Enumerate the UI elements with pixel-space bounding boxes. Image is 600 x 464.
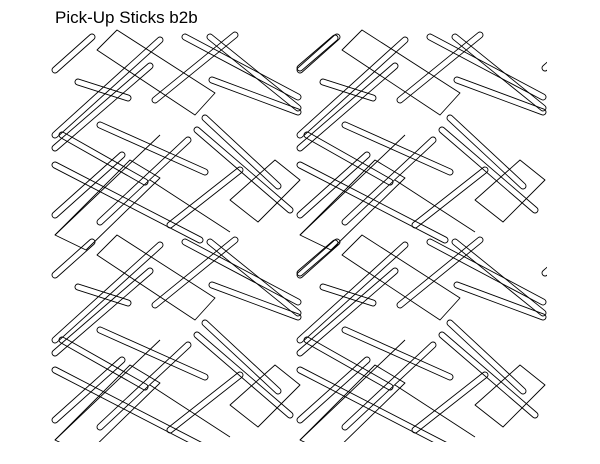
- stick: [58, 336, 149, 391]
- stick: [151, 31, 239, 104]
- stick: [51, 241, 164, 344]
- stitch-line: [149, 384, 231, 438]
- stitch-line: [299, 134, 406, 236]
- stick: [166, 166, 244, 229]
- stick: [96, 136, 192, 226]
- stick: [181, 33, 302, 101]
- stick: [51, 356, 126, 424]
- stick: [396, 31, 484, 104]
- stick: [51, 62, 154, 152]
- stick: [201, 114, 282, 190]
- stick: [51, 161, 204, 244]
- stick: [51, 267, 154, 357]
- stick: [296, 366, 449, 442]
- stick: [296, 239, 339, 277]
- stick: [341, 136, 437, 226]
- stick: [201, 319, 282, 395]
- stick: [296, 161, 449, 244]
- stick: [411, 371, 489, 434]
- stick: [296, 151, 371, 219]
- stick: [319, 78, 377, 102]
- stick: [296, 267, 399, 357]
- stick: [451, 33, 547, 112]
- stick: [296, 36, 409, 139]
- stick: [296, 34, 339, 72]
- stick: [296, 62, 399, 152]
- outline-box: [96, 29, 216, 116]
- pattern-title: Pick-Up Sticks b2b: [55, 8, 198, 27]
- stick: [446, 319, 527, 395]
- stick: [341, 121, 454, 176]
- outline-box: [229, 364, 301, 428]
- outline-box: [474, 159, 546, 223]
- outline-box: [96, 234, 216, 321]
- stick: [208, 76, 302, 116]
- stick: [541, 239, 547, 277]
- stitch-line: [394, 384, 476, 438]
- stick: [51, 366, 204, 442]
- stitch-line: [394, 179, 476, 233]
- stick: [296, 356, 371, 424]
- outline-box: [474, 364, 546, 428]
- stitch-line: [149, 179, 231, 233]
- outline-box: [229, 159, 301, 223]
- stick: [426, 238, 547, 306]
- outline-box: [54, 159, 161, 251]
- stick: [319, 283, 377, 307]
- stick: [208, 281, 302, 321]
- stick: [303, 131, 394, 186]
- stick: [341, 341, 437, 431]
- stick: [396, 236, 484, 309]
- stick: [426, 33, 547, 101]
- stick: [296, 238, 341, 279]
- stick: [166, 371, 244, 434]
- outline-box: [299, 364, 406, 442]
- stick: [58, 131, 149, 186]
- stick: [51, 33, 96, 74]
- stick: [51, 36, 164, 139]
- stick: [341, 326, 454, 381]
- stick: [96, 341, 192, 431]
- outline-box: [341, 234, 461, 321]
- stitch-line: [299, 339, 406, 441]
- stick: [541, 34, 547, 72]
- stick: [181, 238, 302, 306]
- outline-box: [299, 159, 406, 251]
- stick: [96, 121, 209, 176]
- stick: [296, 241, 409, 344]
- stick: [446, 114, 527, 190]
- stick: [303, 336, 394, 391]
- stitch-line: [54, 134, 161, 236]
- stick: [206, 33, 302, 112]
- stick: [453, 281, 547, 321]
- outline-box: [341, 29, 461, 116]
- stitch-line: [54, 339, 161, 441]
- stick: [411, 166, 489, 229]
- stick: [453, 76, 547, 116]
- outline-box: [54, 364, 161, 442]
- stick: [51, 238, 96, 279]
- stick: [74, 78, 132, 102]
- stick: [151, 236, 239, 309]
- stick: [51, 151, 126, 219]
- stick: [96, 326, 209, 381]
- stick: [206, 238, 302, 317]
- stick: [74, 283, 132, 307]
- stick: [451, 238, 547, 317]
- stick: [296, 33, 341, 74]
